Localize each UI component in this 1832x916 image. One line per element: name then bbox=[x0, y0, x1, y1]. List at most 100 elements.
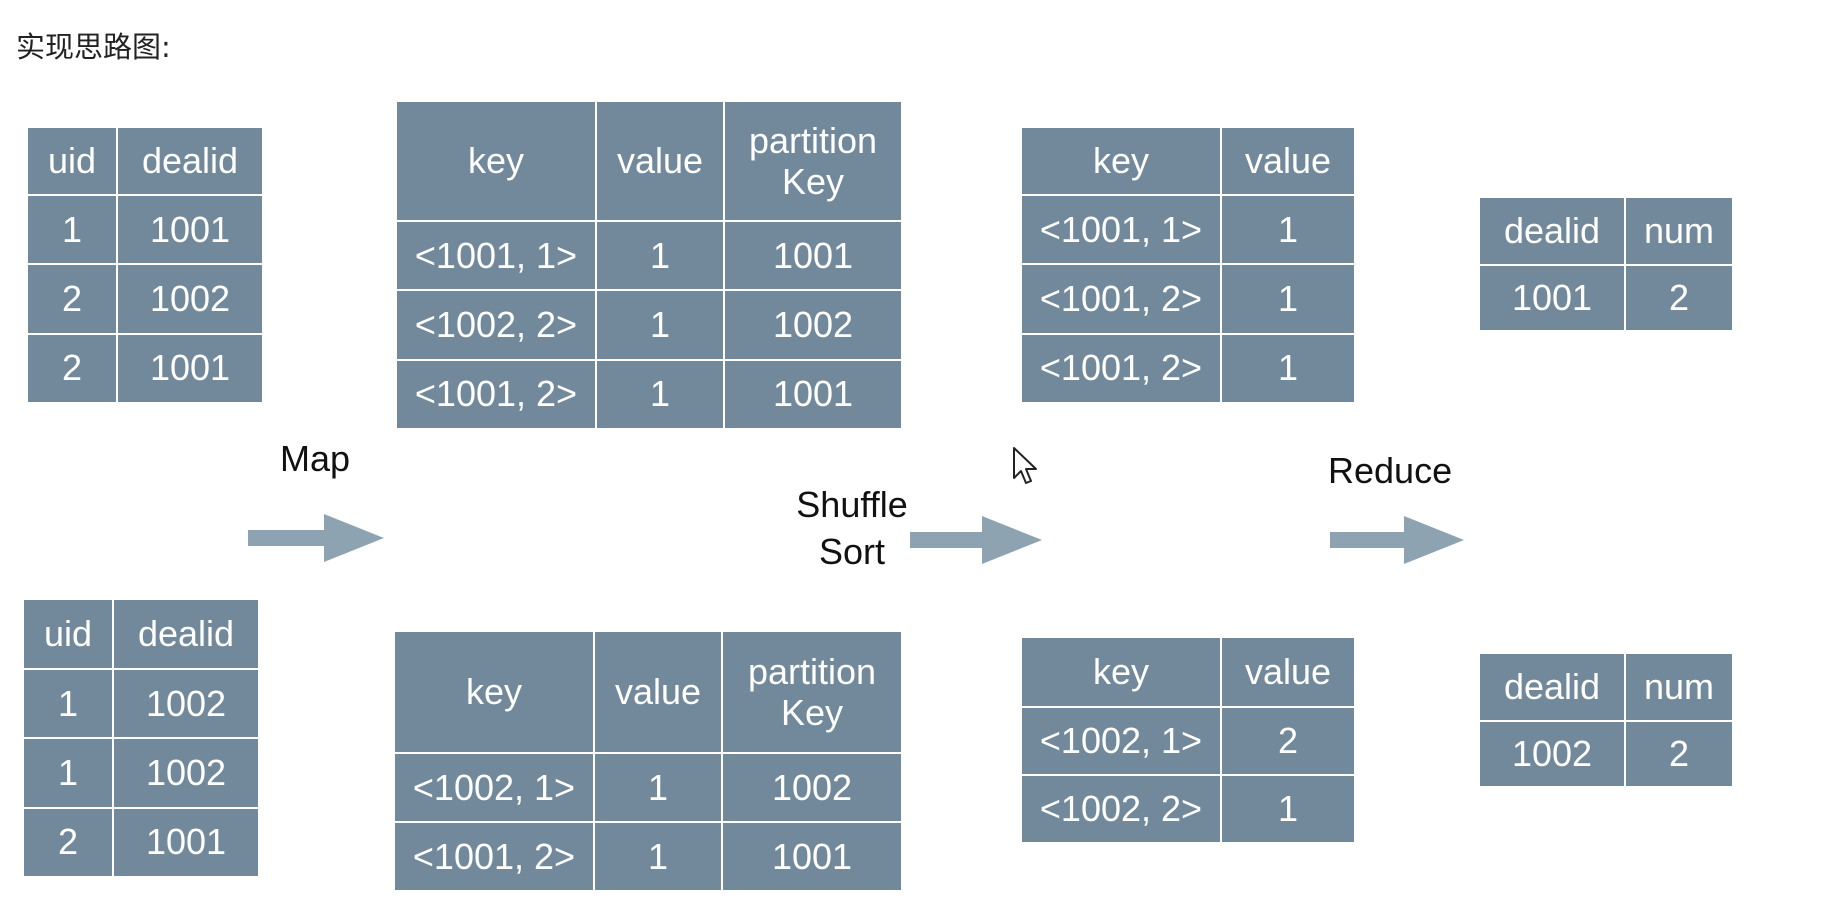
header-cell: uid bbox=[26, 126, 118, 196]
table-row: <1001, 1> 1 1001 bbox=[395, 219, 903, 292]
table-cell: 1 bbox=[1220, 332, 1356, 405]
table-cell: 1 bbox=[595, 289, 725, 361]
header-cell: uid bbox=[22, 598, 114, 670]
table-row: 1 1002 bbox=[22, 737, 260, 809]
table-header-row: uid dealid bbox=[22, 598, 260, 670]
input-table-top: uid dealid 1 1001 2 1002 2 1001 bbox=[26, 126, 264, 405]
header-cell: dealid bbox=[116, 126, 264, 196]
table-cell: 1002 bbox=[1478, 720, 1626, 788]
header-cell: key bbox=[395, 100, 597, 222]
header-cell: dealid bbox=[1478, 196, 1626, 266]
table-cell: <1001, 2> bbox=[393, 821, 595, 892]
table-cell: 1001 bbox=[721, 821, 903, 892]
table-row: <1002, 1> 1 1002 bbox=[393, 752, 903, 823]
header-cell: partition Key bbox=[721, 630, 903, 754]
right-arrow-icon bbox=[248, 514, 384, 562]
table-cell: 1001 bbox=[116, 332, 264, 405]
header-cell: key bbox=[1020, 126, 1222, 196]
header-cell: num bbox=[1624, 196, 1734, 266]
input-table-bottom: uid dealid 1 1002 1 1002 2 1001 bbox=[22, 598, 260, 879]
right-arrow-icon bbox=[1330, 516, 1464, 564]
table-cell: <1001, 2> bbox=[395, 358, 597, 431]
table-cell: 1002 bbox=[112, 667, 260, 740]
table-row: <1001, 2> 1 1001 bbox=[393, 821, 903, 892]
table-row: 1 1002 bbox=[22, 667, 260, 740]
table-cell: 2 bbox=[26, 263, 118, 335]
table-cell: <1001, 1> bbox=[395, 219, 597, 292]
table-cell: 2 bbox=[1624, 264, 1734, 332]
table-cell: 1001 bbox=[116, 193, 264, 266]
shuffle-output-table-bottom: key value <1002, 1> 2 <1002, 2> 1 bbox=[1020, 636, 1356, 844]
table-cell: 1 bbox=[1220, 193, 1356, 266]
table-cell: <1002, 2> bbox=[1020, 774, 1222, 844]
reduce-output-table-bottom: dealid num 1002 2 bbox=[1478, 652, 1734, 788]
table-row: 2 1001 bbox=[26, 332, 264, 405]
table-cell: <1002, 1> bbox=[1020, 706, 1222, 776]
table-cell: 2 bbox=[1220, 706, 1356, 776]
table-cell: 1002 bbox=[723, 289, 903, 361]
table-cell: <1002, 2> bbox=[395, 289, 597, 361]
table-cell: 1002 bbox=[721, 752, 903, 823]
header-cell: value bbox=[595, 100, 725, 222]
shuffle-output-table-top: key value <1001, 1> 1 <1001, 2> 1 <1001,… bbox=[1020, 126, 1356, 405]
page-title: 实现思路图: bbox=[16, 30, 171, 64]
table-cell: 1001 bbox=[1478, 264, 1626, 332]
reduce-stage-label: Reduce bbox=[1328, 450, 1453, 491]
header-cell: dealid bbox=[1478, 652, 1626, 722]
mouse-pointer-icon bbox=[1013, 447, 1037, 484]
table-cell: <1002, 1> bbox=[393, 752, 595, 823]
table-cell: 2 bbox=[1624, 720, 1734, 788]
header-cell: value bbox=[593, 630, 723, 754]
table-row: <1001, 2> 1 bbox=[1020, 332, 1356, 405]
table-cell: 2 bbox=[26, 332, 118, 405]
header-cell: partition Key bbox=[723, 100, 903, 222]
table-row: <1001, 1> 1 bbox=[1020, 193, 1356, 266]
table-cell: 1002 bbox=[116, 263, 264, 335]
table-cell: 1 bbox=[26, 193, 118, 266]
header-cell: value bbox=[1220, 636, 1356, 708]
table-cell: 1 bbox=[1220, 774, 1356, 844]
table-row: <1001, 2> 1 bbox=[1020, 263, 1356, 335]
right-arrow-icon bbox=[910, 516, 1042, 564]
table-cell: 1001 bbox=[723, 219, 903, 292]
table-cell: 1 bbox=[595, 219, 725, 292]
table-row: 2 1001 bbox=[22, 806, 260, 879]
table-row: 1 1001 bbox=[26, 193, 264, 266]
header-cell: dealid bbox=[112, 598, 260, 670]
table-header-row: key value partition Key bbox=[393, 630, 903, 754]
sort-label-line: Sort bbox=[818, 530, 886, 572]
table-cell: 1002 bbox=[112, 737, 260, 809]
table-row: <1002, 1> 2 bbox=[1020, 706, 1356, 776]
table-cell: 1 bbox=[595, 358, 725, 431]
table-cell: 1001 bbox=[112, 806, 260, 879]
table-header-row: key value partition Key bbox=[395, 100, 903, 222]
table-header-row: dealid num bbox=[1478, 196, 1734, 266]
table-cell: 1 bbox=[22, 667, 114, 740]
header-cell: key bbox=[393, 630, 595, 754]
reduce-output-table-top: dealid num 1001 2 bbox=[1478, 196, 1734, 332]
table-cell: 1 bbox=[593, 752, 723, 823]
table-header-row: key value bbox=[1020, 126, 1356, 196]
table-row: 1001 2 bbox=[1478, 264, 1734, 332]
table-cell: <1001, 1> bbox=[1020, 193, 1222, 266]
map-stage-label: Map bbox=[280, 438, 351, 479]
table-header-row: uid dealid bbox=[26, 126, 264, 196]
table-cell: 1 bbox=[1220, 263, 1356, 335]
table-row: 2 1002 bbox=[26, 263, 264, 335]
table-cell: 2 bbox=[22, 806, 114, 879]
table-cell: <1001, 2> bbox=[1020, 263, 1222, 335]
table-cell: <1001, 2> bbox=[1020, 332, 1222, 405]
table-header-row: dealid num bbox=[1478, 652, 1734, 722]
table-cell: 1 bbox=[22, 737, 114, 809]
table-row: <1002, 2> 1 1002 bbox=[395, 289, 903, 361]
header-cell: num bbox=[1624, 652, 1734, 722]
shuffle-sort-stage-label: Shuffle Sort bbox=[782, 482, 922, 576]
shuffle-label-line: Shuffle bbox=[796, 484, 908, 525]
header-cell: value bbox=[1220, 126, 1356, 196]
table-row: <1002, 2> 1 bbox=[1020, 774, 1356, 844]
header-cell: key bbox=[1020, 636, 1222, 708]
table-cell: 1001 bbox=[723, 358, 903, 431]
table-row: 1002 2 bbox=[1478, 720, 1734, 788]
map-output-table-top: key value partition Key <1001, 1> 1 1001… bbox=[395, 100, 903, 431]
table-cell: 1 bbox=[593, 821, 723, 892]
